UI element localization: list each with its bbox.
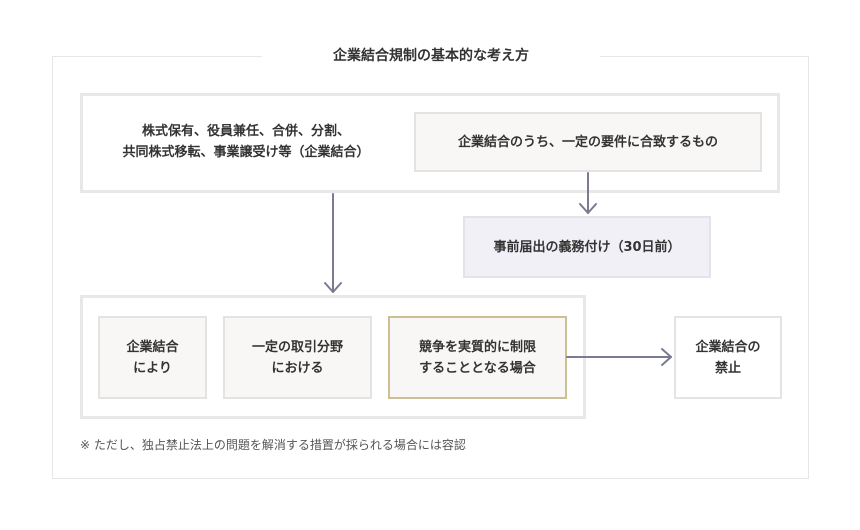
condition-market-line-1: 一定の取引分野 bbox=[251, 339, 343, 355]
requirement-box: 企業結合のうち、一定の要件に合致するもの bbox=[414, 112, 762, 172]
condition-competition-box: 競争を実質的に制限 することとなる場合 bbox=[388, 316, 567, 399]
condition-competition-line-1: 競争を実質的に制限 bbox=[418, 339, 536, 355]
footnote: ※ ただし、独占禁止法上の問題を解消する措置が採られる場合には容認 bbox=[80, 438, 466, 452]
condition-market-box: 一定の取引分野 における bbox=[223, 316, 372, 399]
combination-types-line-1: 株式保有、役員兼任、合併、分割、 bbox=[141, 124, 350, 139]
arrow-to-conditions-head bbox=[324, 282, 342, 293]
prohibition-line-2: 禁止 bbox=[714, 360, 741, 376]
prohibition-box: 企業結合の 禁止 bbox=[674, 316, 782, 399]
condition-market-line-2: における bbox=[271, 360, 324, 376]
condition-combination-line-2: により bbox=[133, 360, 172, 376]
prohibition-line-1: 企業結合の bbox=[695, 339, 761, 355]
arrow-to-notification-head bbox=[579, 203, 597, 214]
condition-combination-line-1: 企業結合 bbox=[126, 339, 179, 355]
condition-combination-box: 企業結合 により bbox=[98, 316, 207, 399]
notification-text: 事前届出の義務付け（30日前） bbox=[493, 239, 681, 255]
combination-types-line-2: 共同株式移転、事業譲受け等（企業結合） bbox=[122, 145, 370, 160]
diagram-title: 企業結合規制の基本的な考え方 bbox=[262, 43, 600, 69]
condition-competition-line-2: することとなる場合 bbox=[419, 360, 536, 376]
notification-box: 事前届出の義務付け（30日前） bbox=[463, 216, 711, 278]
arrow-to-prohibition-head bbox=[661, 348, 672, 366]
requirement-text: 企業結合のうち、一定の要件に合致するもの bbox=[457, 134, 718, 150]
combination-types-text: 株式保有、役員兼任、合併、分割、 共同株式移転、事業譲受け等（企業結合） bbox=[96, 121, 396, 163]
